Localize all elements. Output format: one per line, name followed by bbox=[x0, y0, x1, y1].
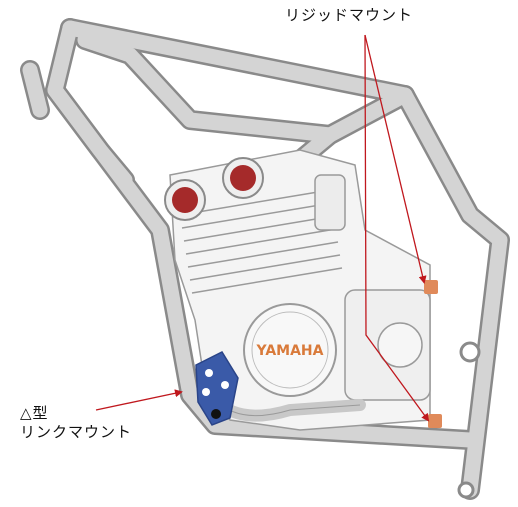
link-mount-label: △型 リンクマウント bbox=[20, 404, 132, 442]
arrow-link-mount bbox=[95, 389, 183, 411]
triangle-link-mount bbox=[195, 351, 239, 426]
cylinder-fins bbox=[179, 189, 343, 294]
rigid-mount-label: リジッドマウント bbox=[285, 6, 414, 24]
arrow-rigid-upper bbox=[364, 34, 427, 284]
starter-motor bbox=[314, 174, 346, 231]
rigid-mount-upper bbox=[424, 280, 438, 294]
clutch-cover-rim bbox=[251, 311, 329, 389]
rigid-mount-lower bbox=[428, 414, 442, 428]
clutch-cover bbox=[243, 303, 337, 397]
callout-arrows bbox=[95, 34, 430, 422]
engine-brand-text: YAMAHA bbox=[256, 343, 324, 359]
swingarm-pivot bbox=[457, 481, 475, 499]
sprocket-cover bbox=[377, 322, 423, 368]
arrow-rigid-lower bbox=[364, 34, 430, 422]
motorcycle-frame bbox=[20, 18, 510, 500]
link-mount-label-line1: △型 bbox=[20, 404, 49, 422]
engine: YAMAHA bbox=[164, 149, 431, 431]
carburetor-right bbox=[222, 157, 264, 199]
carburetor-left bbox=[164, 179, 206, 221]
link-mount-label-line2: リンクマウント bbox=[20, 423, 133, 441]
rear-axle-mount bbox=[459, 341, 481, 363]
